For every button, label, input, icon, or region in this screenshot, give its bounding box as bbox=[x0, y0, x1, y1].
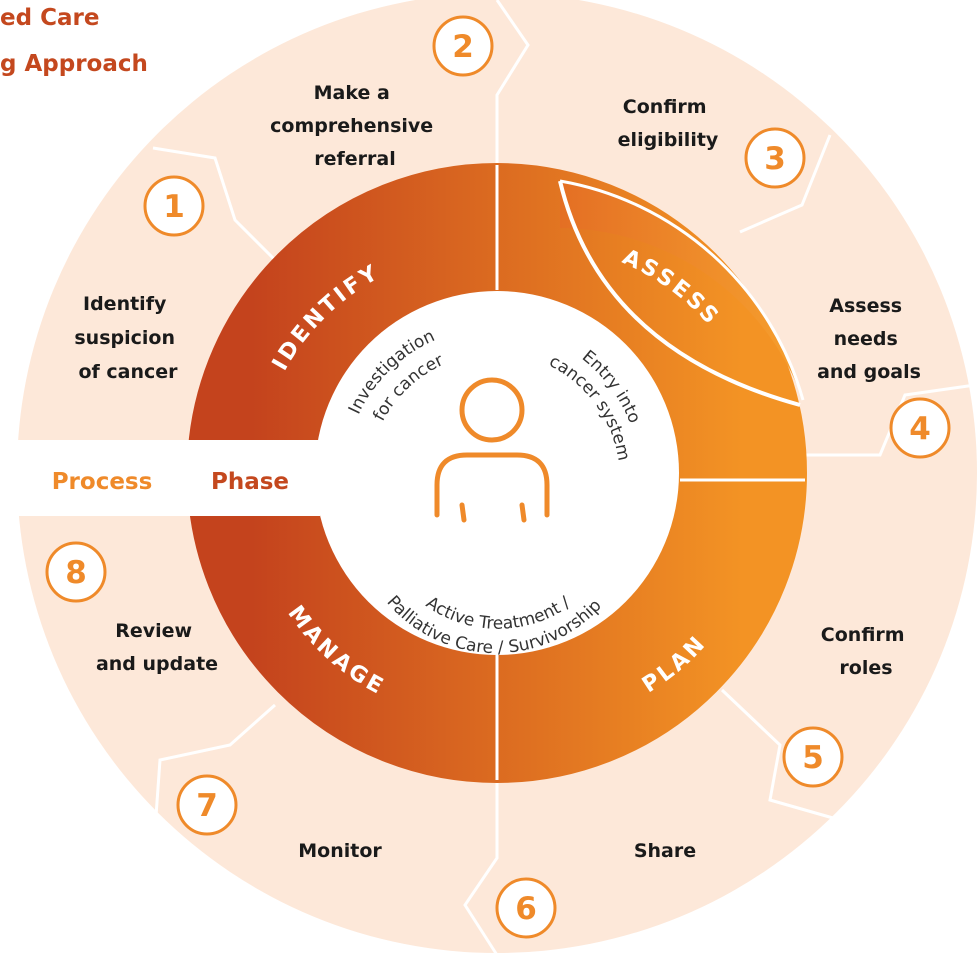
svg-text:7: 7 bbox=[196, 788, 218, 824]
inner-circle bbox=[315, 291, 679, 655]
step-4-number: 4 bbox=[889, 397, 951, 459]
step-1-label: Identify suspicion of cancer bbox=[74, 293, 181, 383]
divider-7-8 bbox=[153, 703, 276, 831]
svg-text:5: 5 bbox=[802, 740, 824, 776]
step-8-number: 8 bbox=[45, 541, 107, 603]
title-line-1: ed Care bbox=[0, 5, 99, 31]
step-3-label: Confirm eligibility bbox=[618, 96, 719, 151]
step-6-number: 6 bbox=[495, 877, 557, 939]
phase-label: Phase bbox=[211, 469, 289, 495]
step-5-label: Confirm roles bbox=[821, 624, 911, 679]
assess-outer-edge bbox=[559, 179, 805, 401]
process-phase-bar bbox=[0, 440, 320, 516]
step-7-number: 7 bbox=[176, 774, 238, 836]
svg-text:4: 4 bbox=[909, 411, 931, 447]
step-1-number: 1 bbox=[143, 175, 205, 237]
title-line-2: g Approach bbox=[0, 51, 148, 77]
person-icon bbox=[434, 377, 550, 523]
divider-3-4 bbox=[739, 134, 832, 234]
step-5-number: 5 bbox=[782, 726, 844, 788]
svg-text:8: 8 bbox=[65, 555, 87, 591]
svg-text:1: 1 bbox=[163, 189, 185, 225]
step-numbers: 1 2 3 4 5 6 7 8 bbox=[45, 15, 951, 939]
svg-text:3: 3 bbox=[764, 141, 786, 177]
step-6-label: Share bbox=[634, 840, 696, 862]
assess-divider bbox=[558, 180, 801, 407]
step-2-number: 2 bbox=[432, 15, 494, 77]
divider-5-6 bbox=[720, 688, 841, 822]
divider-1-2 bbox=[152, 146, 282, 267]
step-7-label: Monitor bbox=[298, 840, 382, 862]
step-8-label: Review and update bbox=[96, 620, 218, 675]
assess-segment bbox=[560, 181, 803, 400]
process-label: Process bbox=[52, 469, 153, 495]
step-4-label: Assess needs and goals bbox=[817, 295, 921, 383]
step-3-number: 3 bbox=[744, 127, 806, 189]
svg-text:6: 6 bbox=[515, 891, 537, 927]
step-labels: Identify suspicion of cancer Make a comp… bbox=[74, 82, 921, 862]
svg-text:2: 2 bbox=[452, 29, 474, 65]
step-2-label: Make a comprehensive referral bbox=[270, 82, 440, 170]
